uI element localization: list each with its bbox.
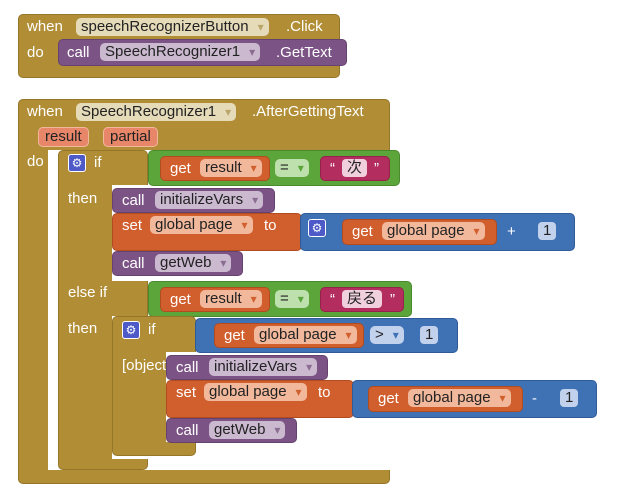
get-label: get [170,160,191,177]
to-label: to [318,384,331,401]
gear-icon[interactable]: ⚙ [122,321,140,339]
number-value[interactable]: 1 [560,389,579,407]
text-value[interactable]: 次 [342,159,368,177]
variable-dropdown[interactable]: global page [382,222,485,240]
operator-label: - [532,390,537,407]
quote-close: ” [374,160,379,177]
then-label: then [68,190,98,207]
do-label: do [27,153,44,170]
component-dropdown[interactable]: SpeechRecognizer1 [100,43,261,61]
variable-dropdown[interactable]: global page [254,326,357,344]
procedure-dropdown[interactable]: getWeb [209,421,286,439]
variable-dropdown[interactable]: global page [408,389,511,407]
procedure-dropdown[interactable]: getWeb [155,254,232,272]
else-if-label: else if [68,284,108,301]
call-label: call [176,359,199,376]
procedure-dropdown[interactable]: initializeVars [155,191,264,209]
variable-dropdown[interactable]: global page [150,216,253,234]
get-label: get [352,223,373,240]
param-partial[interactable]: partial [103,127,158,147]
call-label: call [176,422,199,439]
when-label: when [27,18,63,35]
operator-dropdown[interactable]: = [275,159,309,177]
to-label: to [264,217,277,234]
set-label: set [176,384,197,401]
set-label: set [122,217,143,234]
event-name: .Click [286,18,323,35]
component-dropdown[interactable]: SpeechRecognizer1 [76,103,237,121]
when-label: when [27,103,63,120]
variable-dropdown[interactable]: result [200,290,262,308]
variable-dropdown[interactable]: global page [204,383,307,401]
call-label: call [122,255,145,272]
component-dropdown[interactable]: speechRecognizerButton [76,18,269,36]
call-label: call [67,44,90,61]
text-value[interactable]: 戻る [342,290,383,308]
operator-dropdown[interactable]: = [275,290,309,308]
operator-dropdown[interactable]: > [370,326,404,344]
do-label: do [27,44,44,61]
if-label: if [148,321,156,338]
quote-open: “ [330,160,335,177]
quote-open: “ [330,291,335,308]
get-label: get [170,291,191,308]
quote-close: ” [390,291,395,308]
variable-dropdown[interactable]: result [200,159,262,177]
get-label: get [378,390,399,407]
call-label: call [122,192,145,209]
then-label: then [68,320,98,337]
number-value[interactable]: 1 [538,222,557,240]
event-name: .AfterGettingText [252,103,364,120]
gear-icon[interactable]: ⚙ [68,154,86,172]
if-label: if [94,154,102,171]
gear-icon[interactable]: ⚙ [308,219,326,237]
operator-label: + [507,223,516,240]
method-name: .GetText [276,44,332,61]
number-value[interactable]: 1 [420,326,439,344]
procedure-dropdown[interactable]: initializeVars [209,358,318,376]
param-result[interactable]: result [38,127,89,147]
get-label: get [224,327,245,344]
